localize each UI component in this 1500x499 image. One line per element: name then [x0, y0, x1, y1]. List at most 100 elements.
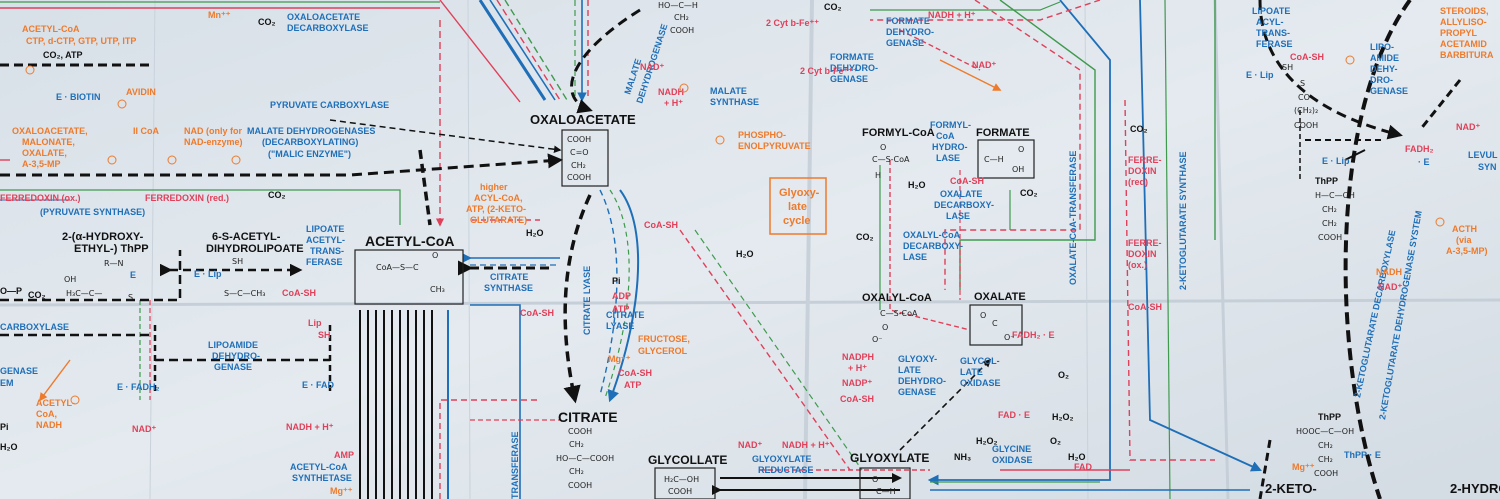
- formula-citrate-ch2: CH₂: [569, 440, 584, 449]
- enzyme-levul-2: SYN: [1478, 162, 1497, 172]
- formula-malate-cooh: COOH: [670, 26, 694, 35]
- cofactor-e-fad: E · FAD: [302, 380, 335, 390]
- blue-far: [1139, 0, 1262, 472]
- enzyme-glyoxylate-dehydrogenase-3: DEHYDRO-: [898, 376, 946, 386]
- cofactor-fructose-2: GLYCEROL: [638, 346, 688, 356]
- enzyme-formate-dehydrogenase-b: FORMATE: [830, 52, 874, 62]
- cofactor-e-left: E: [130, 270, 136, 280]
- cofactor-coa-sh-formate: CoA-SH: [950, 176, 984, 186]
- cofactor-h2o-mid: H₂O: [526, 228, 544, 238]
- cofactor-nh3: NH₃: [954, 452, 971, 462]
- green-diagonal: [694, 229, 863, 471]
- formula-oxaloacetate-co: C=O: [570, 148, 589, 157]
- formula-oxaloacetate-ch2: CH₂: [571, 161, 586, 170]
- blue-citrate-loop: [607, 189, 640, 403]
- red-transferase: [439, 399, 540, 499]
- formula-citrate-ch2-2: CH₂: [569, 467, 584, 476]
- enzyme-lipoamide-right-5: GENASE: [1370, 86, 1408, 96]
- enzyme-lipoamide-right-2: AMIDE: [1370, 53, 1399, 63]
- enzyme-citrate-lyase-vertical: CITRATE LYASE: [582, 266, 592, 335]
- orange-formate: [939, 59, 1002, 91]
- cofactor-ferredoxin-ox: FERREDOXIN (ox.): [0, 193, 81, 203]
- red-oxalate-loop: [889, 160, 971, 331]
- cofactor-mg-left: Mg⁺⁺: [330, 486, 353, 496]
- label-formate: FORMATE: [976, 127, 1030, 139]
- cofactor-avidin: AVIDIN: [126, 87, 156, 97]
- formula-acetyl-coa-s: CoA—S—C: [376, 263, 419, 272]
- enzyme-lipoamide-right-3: DEHY-: [1370, 64, 1398, 74]
- enzyme-formyl-coa-hydrolase: FORMYL-: [930, 120, 971, 130]
- cofactor-glyoxylate-cycle-2: late: [788, 201, 807, 213]
- enzyme-formate-dehydrogenase: FORMATE: [886, 16, 930, 26]
- enzyme-formyl-coa-hydrolase-2: CoA: [936, 131, 955, 141]
- cofactor-thpp-right: ThPP: [1315, 176, 1338, 186]
- glycollate-box: [654, 467, 716, 499]
- cofactor-nad-plus-top: NAD⁺: [640, 62, 664, 72]
- formula-oxalate-o: O: [980, 311, 986, 320]
- green-dashed-pathway: [504, 0, 568, 101]
- blue-pathway: [478, 0, 547, 101]
- enzyme-lipoate-transferase-3: TRANS-: [310, 246, 344, 256]
- grid-line: [1084, 0, 1089, 499]
- enzyme-oxalate-coa-transferase: OXALATE-CoA-TRANSFERASE: [1068, 151, 1078, 285]
- enzyme-lipoate-transferase-2: ACETYL-: [306, 235, 345, 245]
- enzyme-oxalate-decarboxylase: OXALATE: [940, 189, 982, 199]
- enzyme-glyoxylate-dehydrogenase: GLYOXY-: [898, 354, 937, 364]
- cofactor-nadh-right: NADH: [1376, 267, 1402, 277]
- cofactor-h2o-formate: H₂O: [908, 180, 926, 190]
- enzyme-glycollate-oxidase: GLYCOL-: [960, 356, 1000, 366]
- pathway-lines: [0, 0, 1262, 499]
- formula-formyl-coa-o: O: [880, 143, 886, 152]
- enzyme-lipoamide-dehydrogenase: LIPOAMIDE: [208, 340, 258, 350]
- cofactor-h2o-left: H₂O: [0, 442, 18, 452]
- cofactor-coa-sh-left: CoA-SH: [520, 308, 554, 318]
- cofactor-h2o-right: H₂O: [736, 249, 754, 259]
- formula-right-h-c-oh: H—C—OH: [1315, 191, 1355, 200]
- cofactor-coa-sh-citrate: CoA-SH: [618, 368, 652, 378]
- cofactor-nadph: NADPH: [842, 352, 874, 362]
- formula-r-n: R—N: [104, 259, 124, 268]
- cofactor-acetyl-coa-top: ACETYL-CoA: [22, 24, 80, 34]
- cofactor-mg: Mg⁺⁺: [608, 354, 631, 364]
- blue-right: [927, 0, 1111, 486]
- red-dashed-pathway: [496, 0, 561, 101]
- cofactor-coa-sh-lipoate: CoA-SH: [282, 288, 316, 298]
- enzyme-lipoamide-dehydrogenase-3: GENASE: [214, 362, 252, 372]
- formula-formate-h-c: C—H: [984, 155, 1004, 164]
- formula-right-ch2-e: CH₂: [1318, 455, 1333, 464]
- cofactor-ferredoxin-red-right: FERRE-: [1128, 155, 1162, 165]
- formula-glycollate-h2c-oh: H₂C—OH: [664, 475, 699, 484]
- cofactor-steroids: STEROIDS,: [1440, 6, 1489, 16]
- enzyme-lipoate-transferase-4: FERASE: [306, 257, 343, 267]
- cofactor-nadp: NADP⁺: [842, 378, 873, 388]
- enzyme-lipoamide-right: LIPO-: [1370, 42, 1394, 52]
- formula-right-s: S: [1300, 79, 1305, 88]
- fold-crease: [803, 0, 814, 499]
- cofactor-steroids-5: BARBITURA: [1440, 50, 1494, 60]
- cofactor-o2: O₂: [1050, 436, 1061, 446]
- cofactor-nadh-h-left: NADH + H⁺: [286, 422, 334, 432]
- cofactor-h-plus-nadph: + H⁺: [848, 363, 867, 373]
- cofactor-nad-plus-bottom: NAD⁺: [738, 440, 762, 450]
- label-2-keto: 2-KETO-: [1265, 481, 1317, 496]
- cofactor-thpp-e: ThPP · E: [1344, 450, 1381, 460]
- formate-box: [977, 139, 1035, 179]
- formula-glyoxylate-c-h: C—H: [876, 487, 896, 496]
- cofactor-fad-e: FAD · E: [998, 410, 1030, 420]
- cofactor-o-p: O—P: [0, 286, 22, 296]
- label-hydroxyethyl-thpp: 2-(α-HYDROXY-: [62, 231, 144, 243]
- enzyme-malate-synthase: MALATE: [710, 86, 747, 96]
- label-acetyl-dihydrolipoate-2: DIHYDROLIPOATE: [206, 243, 304, 255]
- cofactor-h2o2-right: H₂O₂: [1052, 412, 1074, 422]
- formula-oh: OH: [64, 275, 76, 284]
- enzyme-lipoate-acyl-transferase-2: ACYL-: [1256, 17, 1284, 27]
- cofactor-nadh-h: NADH + H⁺: [928, 10, 976, 20]
- formula-oxalate-o-2: O⁻: [1004, 333, 1015, 342]
- cofactor-inhibitor-3: OXALATE,: [22, 148, 67, 158]
- formula-s-c-ch3: S—C—CH₃: [224, 289, 265, 298]
- formula-right-ch2-c: CH₂: [1322, 219, 1337, 228]
- cofactor-ferredoxin-ox-right-2: DOXIN: [1128, 249, 1157, 259]
- enzyme-citrate-lyase-2: LYASE: [606, 321, 634, 331]
- orange-left: [38, 359, 71, 402]
